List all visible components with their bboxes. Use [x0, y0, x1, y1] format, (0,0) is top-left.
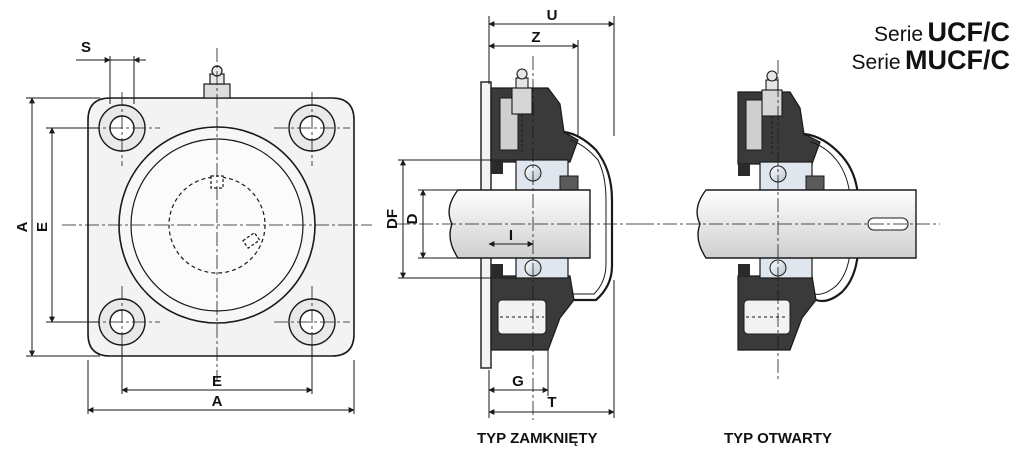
open-set-screw — [805, 175, 825, 191]
dim-label-e-horizontal: E — [212, 373, 222, 390]
dim-label-g: G — [512, 373, 524, 390]
dim-label-i: I — [509, 227, 513, 244]
dim-label-a-horizontal: A — [212, 393, 223, 410]
closed-type-section: U Z DF D I G T — [384, 7, 640, 420]
series-heading: Serie UCF/C Serie MUCF/C — [852, 18, 1010, 75]
open-type-section — [640, 60, 940, 380]
dim-label-t: T — [547, 394, 556, 411]
dim-label-a-vertical: A — [14, 221, 31, 232]
series-prefix: Serie — [851, 51, 901, 75]
dim-label-s: S — [81, 39, 91, 56]
series-prefix: Serie — [874, 23, 924, 46]
series-line-mucfc: Serie MUCF/C — [852, 46, 1010, 74]
dim-label-d: D — [404, 213, 421, 224]
series-code: MUCF/C — [905, 45, 1010, 76]
dim-label-df: DF — [384, 209, 401, 229]
closed-lower-bore — [497, 299, 547, 335]
side-dimension-lines — [398, 16, 615, 418]
closed-set-screw — [559, 175, 579, 191]
open-cover-ring — [803, 132, 860, 303]
closed-end-cover — [563, 130, 614, 302]
caption-open-type: TYP OTWARTY — [724, 430, 833, 447]
dim-label-z: Z — [531, 29, 540, 46]
dim-label-e-vertical: E — [34, 222, 51, 232]
grease-nipple-closed — [511, 68, 533, 154]
set-screw-angled — [242, 231, 261, 249]
caption-closed-type: TYP ZAMKNIĘTY — [477, 430, 598, 447]
series-line-ucfc: Serie UCF/C — [852, 18, 1010, 46]
series-code: UCF/C — [927, 17, 1011, 47]
front-view: S A E E A — [14, 39, 372, 414]
dim-label-u: U — [547, 7, 558, 24]
front-center-lines — [62, 48, 372, 380]
grease-nipple-open — [761, 70, 783, 156]
front-dimension-lines — [26, 56, 355, 414]
